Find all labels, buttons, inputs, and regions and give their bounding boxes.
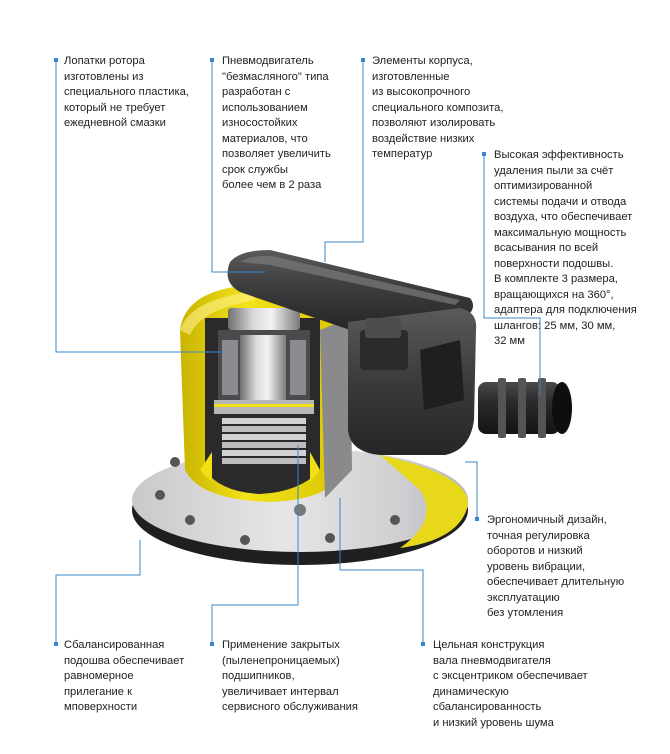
leader-ergonomic	[465, 461, 478, 520]
top-handle	[227, 250, 474, 330]
annotation-ergonomic-design: Эргономичный дизайн, точная регулировка …	[487, 514, 625, 619]
cutaway-interior	[200, 308, 320, 494]
side-panel	[320, 318, 352, 498]
marker-ergonomic-design	[475, 517, 479, 521]
marker-sealed-bearings	[210, 642, 214, 646]
annotation-balanced-pad: Сбалансированная подошва обеспечивает ра…	[64, 639, 185, 713]
annotation-rotor-blades: Лопатки ротора изготовлены из специально…	[64, 55, 189, 129]
marker-balanced-pad	[54, 642, 58, 646]
valve-block	[348, 308, 477, 455]
hose-adapter	[478, 378, 572, 438]
annotation-oil-free-motor: Пневмодвигатель "безмасляного" типа разр…	[222, 55, 331, 191]
marker-body-elements	[361, 58, 365, 62]
marker-dust-extraction	[482, 152, 486, 156]
annotation-one-piece-shaft: Цельная конструкция вала пневмодвигателя…	[433, 639, 588, 729]
leader-lines	[55, 62, 541, 645]
leader-body-elements	[324, 62, 364, 262]
marker-one-piece-shaft	[421, 642, 425, 646]
leader-sealed-bearings	[211, 445, 299, 645]
leader-balanced-pad	[55, 540, 141, 645]
marker-rotor-blades	[54, 58, 58, 62]
annotation-body-elements: Элементы корпуса, изготовленные из высок…	[372, 55, 504, 160]
marker-oil-free-motor	[210, 58, 214, 62]
leader-oil-free-motor	[211, 62, 265, 273]
annotation-sealed-bearings: Применение закрытых (пыленепроницаемых) …	[222, 639, 358, 713]
leader-dust-extraction	[483, 156, 541, 395]
bearing-stack	[222, 418, 306, 464]
leader-rotor-blades	[55, 62, 225, 353]
annotation-dust-extraction: Высокая эффективность удаления пыли за с…	[494, 149, 637, 347]
leader-one-piece-shaft	[339, 498, 424, 645]
